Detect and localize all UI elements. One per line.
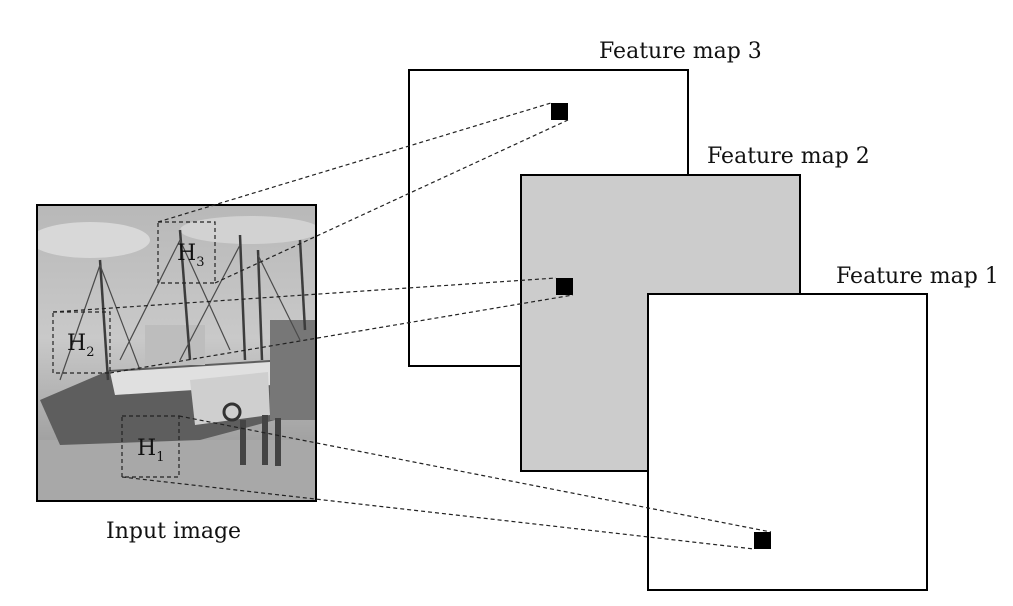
- feature-map-1-label: Feature map 1: [836, 264, 999, 289]
- connector-h2-top: [52, 277, 557, 313]
- region-box-h2: [52, 311, 111, 374]
- connector-h1-bottom: [121, 476, 755, 550]
- feature-map-1: [647, 293, 928, 591]
- region-label-h2: H2: [67, 331, 94, 360]
- input-image-label: Input image: [106, 519, 241, 544]
- neuron-map-2: [556, 278, 573, 295]
- region-box-h1: [121, 415, 180, 478]
- region-label-h3: H3: [177, 241, 204, 270]
- region-box-h3: [157, 221, 216, 284]
- feature-map-2-label: Feature map 2: [707, 144, 870, 169]
- feature-map-3-label: Feature map 3: [599, 39, 762, 64]
- connector-h1-top: [178, 415, 772, 533]
- neuron-map-1: [754, 532, 771, 549]
- region-label-h1: H1: [137, 436, 164, 465]
- input-image-frame: [36, 204, 317, 502]
- connector-h2-bottom: [109, 294, 574, 374]
- connector-h3-top: [157, 102, 552, 223]
- input-image: [37, 205, 316, 501]
- neuron-map-3: [551, 103, 568, 120]
- connector-h3-bottom: [214, 119, 569, 284]
